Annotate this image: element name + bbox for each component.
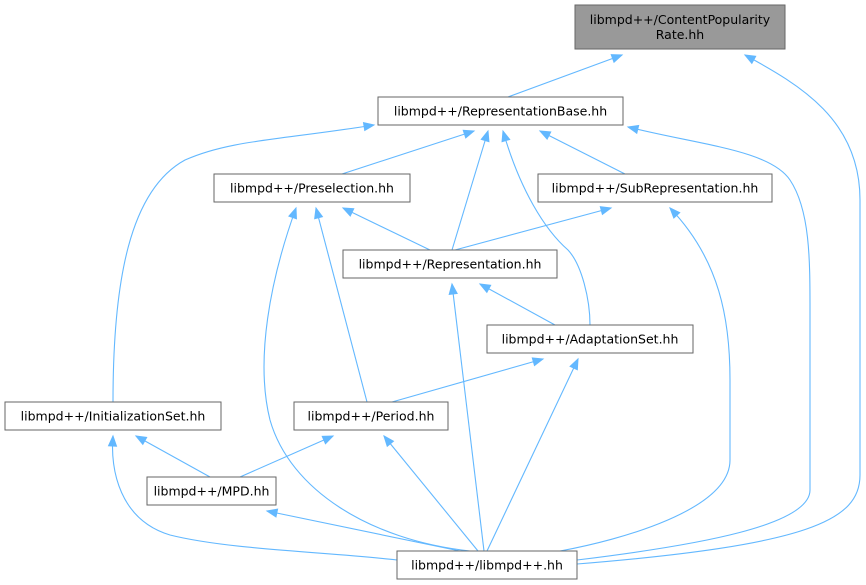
arrowhead-icon — [321, 435, 335, 445]
arrowhead-icon — [288, 206, 297, 220]
edge-pre-to-per — [314, 206, 368, 403]
edge-as-to-per — [391, 357, 545, 403]
arrowhead-icon — [478, 283, 492, 294]
node-label: libmpd++/AdaptationSet.hh — [502, 332, 679, 347]
edge-sub-to-rep — [454, 206, 613, 251]
node-box — [213, 173, 411, 203]
node-mpd[interactable]: libmpd++/MPD.hh — [146, 476, 277, 506]
node-label: libmpd++/InitializationSet.hh — [21, 409, 206, 424]
node-per[interactable]: libmpd++/Period.hh — [293, 401, 449, 431]
arrowhead-icon — [265, 508, 279, 518]
arrowhead-icon — [462, 129, 476, 139]
edge-cpr-to-rb — [507, 54, 624, 98]
arrowhead-icon — [501, 129, 511, 143]
node-label: libmpd++/Preselection.hh — [230, 181, 394, 196]
arrowhead-icon — [362, 121, 376, 132]
nodes-layer: libmpd++/ContentPopularityRate.hhlibmpd+… — [4, 4, 786, 580]
edge-per-to-mpd — [239, 435, 335, 478]
node-box — [342, 249, 558, 279]
node-init[interactable]: libmpd++/InitializationSet.hh — [4, 401, 222, 431]
arrowhead-icon — [669, 207, 681, 219]
arrowhead-icon — [341, 207, 355, 217]
node-label: libmpd++/RepresentationBase.hh — [394, 104, 607, 119]
arrowhead-icon — [531, 357, 545, 367]
edge-rb-to-pre — [341, 129, 476, 175]
edge-rb-to-sub — [538, 130, 626, 175]
node-box — [396, 550, 578, 580]
node-as[interactable]: libmpd++/AdaptationSet.hh — [486, 324, 694, 354]
edge-pre-to-lib — [263, 206, 471, 552]
node-box — [377, 96, 624, 126]
node-box — [486, 324, 694, 354]
node-box — [574, 4, 786, 50]
node-rep[interactable]: libmpd++/Representation.hh — [342, 249, 558, 279]
node-pre[interactable]: libmpd++/Preselection.hh — [213, 173, 411, 203]
edge-mpd-to-lib — [265, 508, 461, 552]
edge-rep-to-as — [478, 283, 556, 326]
node-box — [537, 173, 773, 203]
arrowhead-icon — [610, 54, 624, 64]
edge-init-to-lib — [107, 434, 398, 561]
edge-rb-to-lib — [576, 124, 811, 561]
arrowhead-icon — [107, 434, 118, 447]
node-label: libmpd++/Representation.hh — [359, 257, 542, 272]
edge-rep-to-lib — [448, 282, 485, 552]
arrowhead-icon — [569, 357, 579, 371]
node-box — [293, 401, 449, 431]
node-label: libmpd++/ContentPopularity — [590, 12, 771, 27]
edge-cpr-to-lib — [576, 54, 861, 565]
node-label: libmpd++/MPD.hh — [154, 484, 270, 499]
edge-init-to-mpd — [134, 435, 211, 478]
edge-rb-to-init — [112, 121, 376, 403]
node-label: libmpd++/libmpd++.hh — [411, 558, 563, 573]
node-box — [146, 476, 277, 506]
edge-as-to-lib — [486, 357, 579, 552]
node-lib[interactable]: libmpd++/libmpd++.hh — [396, 550, 578, 580]
arrowhead-icon — [538, 130, 552, 140]
edge-sub-to-lib — [559, 207, 731, 552]
arrowhead-icon — [448, 282, 458, 295]
arrowhead-icon — [314, 206, 324, 220]
node-sub[interactable]: libmpd++/SubRepresentation.hh — [537, 173, 773, 203]
edge-per-to-lib — [383, 434, 479, 552]
node-label: Rate.hh — [656, 27, 704, 42]
edge-rb-to-as — [501, 129, 591, 326]
arrowhead-icon — [480, 129, 490, 143]
arrowhead-icon — [134, 435, 148, 446]
edge-rb-to-rep — [451, 129, 490, 251]
node-label: libmpd++/SubRepresentation.hh — [552, 181, 759, 196]
edges-layer — [107, 54, 861, 565]
edge-pre-to-rep — [341, 207, 431, 251]
arrowhead-icon — [626, 124, 640, 135]
node-label: libmpd++/Period.hh — [308, 409, 435, 424]
node-rb[interactable]: libmpd++/RepresentationBase.hh — [377, 96, 624, 126]
arrowhead-icon — [383, 434, 395, 448]
arrowhead-icon — [599, 206, 613, 216]
node-box — [4, 401, 222, 431]
arrowhead-icon — [743, 54, 757, 65]
